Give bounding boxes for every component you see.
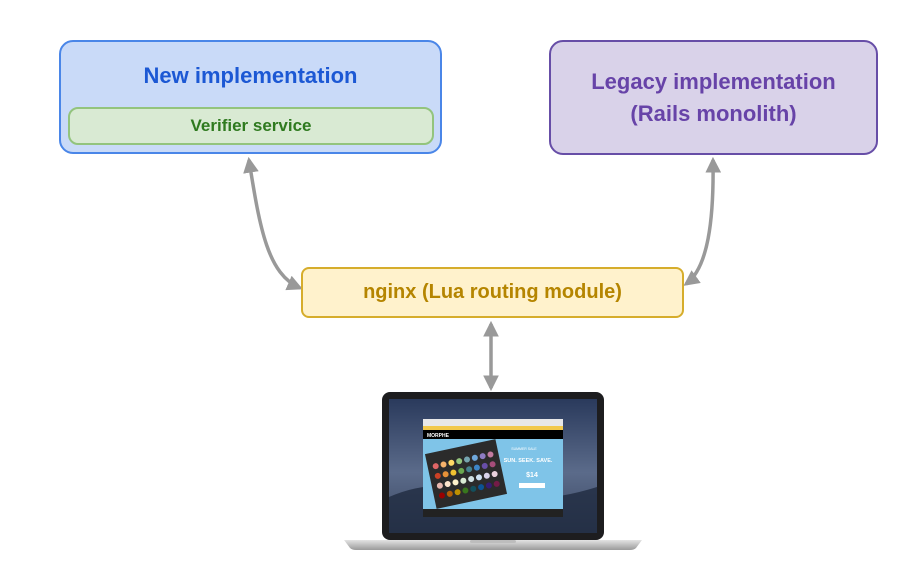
promo-price: $14: [526, 472, 538, 479]
nginx-routing-box: nginx (Lua routing module): [301, 267, 684, 318]
promo-headline: SUN. SEEK. SAVE.: [504, 458, 553, 464]
promo-tag: SUMMER SALE: [511, 447, 537, 451]
legacy-title-line1: Legacy implementation: [591, 68, 836, 94]
new-implementation-title: New implementation: [143, 63, 358, 88]
new-implementation-box: New implementation Verifier service: [59, 40, 442, 154]
arrow-nginx-new-impl: [243, 156, 303, 291]
site-brand: MORPHE: [427, 433, 450, 439]
browser-window: MORPHE SUMM: [423, 419, 563, 517]
legacy-implementation-box: Legacy implementation (Rails monolith): [549, 40, 878, 155]
verifier-service-box: Verifier service: [68, 107, 434, 145]
arrow-nginx-legacy: [683, 156, 722, 286]
legacy-title-line2: (Rails monolith): [630, 100, 797, 126]
laptop-base: [344, 540, 642, 550]
laptop-notch: [470, 540, 516, 543]
palette-image: [424, 439, 508, 509]
laptop-icon: MORPHE SUMM: [344, 392, 642, 550]
